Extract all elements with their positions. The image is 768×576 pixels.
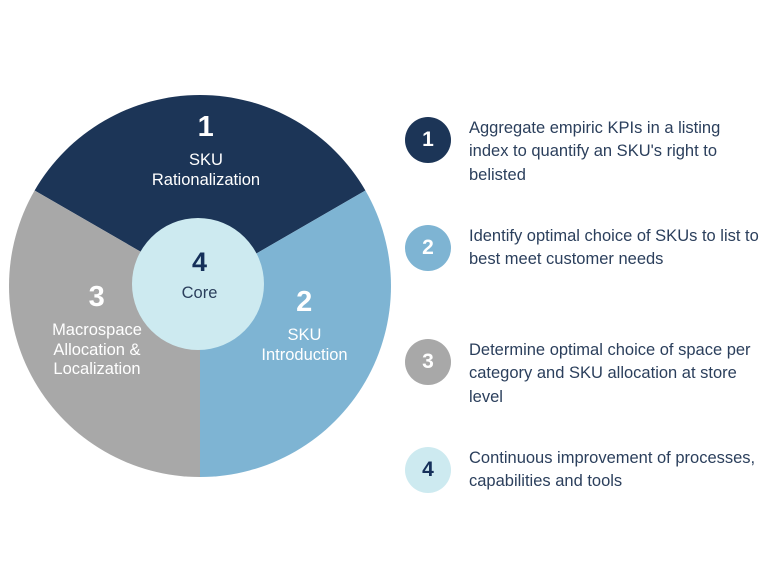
legend-item-1[interactable]: 1 Aggregate empiric KPIs in a listing in… [405, 116, 761, 187]
legend-item-3[interactable]: 3 Determine optimal choice of space per … [405, 338, 761, 409]
legend-badge-4: 4 [405, 447, 451, 493]
legend-item-4[interactable]: 4 Continuous improvement of processes, c… [405, 446, 761, 494]
donut-chart-svg [9, 95, 391, 477]
legend-list: 1 Aggregate empiric KPIs in a listing in… [405, 104, 761, 504]
core-circle[interactable] [132, 218, 264, 350]
legend-badge-2: 2 [405, 225, 451, 271]
legend-badge-3: 3 [405, 339, 451, 385]
legend-item-2[interactable]: 2 Identify optimal choice of SKUs to lis… [405, 224, 761, 272]
legend-text-4: Continuous improvement of processes, cap… [469, 449, 756, 491]
legend-badge-1: 1 [405, 117, 451, 163]
segment-sku-rationalization[interactable] [34, 95, 366, 286]
legend-text-1: Aggregate empiric KPIs in a listing inde… [469, 119, 721, 184]
legend-text-2: Identify optimal choice of SKUs to list … [469, 227, 759, 269]
legend-text-3: Determine optimal choice of space per ca… [469, 341, 751, 406]
donut-chart: 1 SKU Rationalization 2 SKU Introduction… [9, 95, 391, 477]
